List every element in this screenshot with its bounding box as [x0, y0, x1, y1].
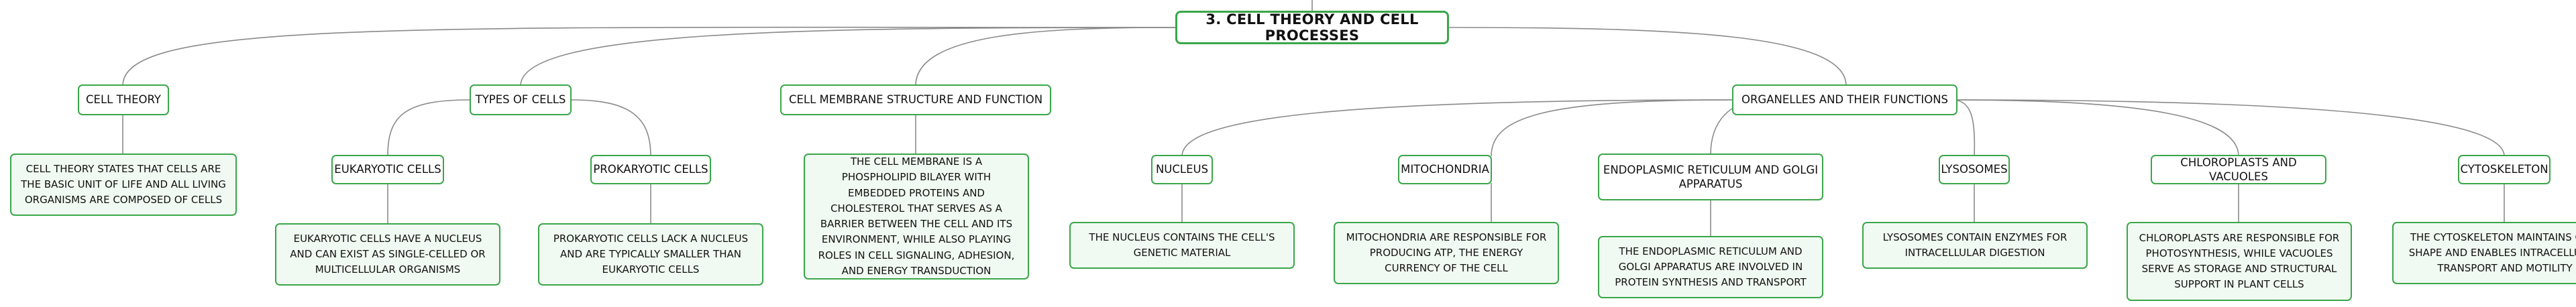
subtopic-eukaryotic-cells[interactable]: EUKARYOTIC CELLS — [331, 155, 444, 184]
detail-prokaryotic-cells: PROKARYOTIC CELLS LACK A NUCLEUS AND ARE… — [538, 223, 763, 286]
connector-org-mitochondria — [1491, 99, 1733, 157]
topic-cell-theory[interactable]: CELL THEORY — [78, 84, 169, 115]
connector-org-nucleus — [1181, 99, 1733, 157]
connector-types-prokaryotic — [571, 99, 651, 157]
detail-cell-membrane: THE CELL MEMBRANE IS A PHOSPHOLIPID BILA… — [804, 154, 1029, 280]
topic-types-of-cells[interactable]: TYPES OF CELLS — [470, 84, 572, 115]
subtopic-nucleus[interactable]: NUCLEUS — [1151, 155, 1213, 184]
topic-cell-membrane[interactable]: CELL MEMBRANE STRUCTURE AND FUNCTION — [780, 84, 1051, 115]
detail-eukaryotic-cells: EUKARYOTIC CELLS HAVE A NUCLEUS AND CAN … — [275, 223, 500, 286]
root-topic[interactable]: 3. CELL THEORY AND CELL PROCESSES — [1175, 11, 1449, 44]
connector-root-cell-theory — [122, 26, 1176, 86]
topic-organelles[interactable]: ORGANELLES AND THEIR FUNCTIONS — [1732, 84, 1957, 115]
connector-root-organelles — [1448, 27, 1847, 86]
connector-org-lysosomes — [1951, 99, 1976, 157]
subtopic-cytoskeleton[interactable]: CYTOSKELETON — [2458, 155, 2551, 184]
detail-er-golgi: THE ENDOPLASMIC RETICULUM AND GOLGI APPA… — [1598, 236, 1823, 298]
detail-cytoskeleton: THE CYTOSKELETON MAINTAINS CELL SHAPE AN… — [2392, 222, 2576, 284]
subtopic-lysosomes[interactable]: LYSOSOMES — [1939, 155, 2010, 184]
subtopic-prokaryotic-cells[interactable]: PROKARYOTIC CELLS — [590, 155, 711, 184]
detail-nucleus: THE NUCLEUS CONTAINS THE CELL'S GENETIC … — [1069, 222, 1295, 269]
connector-org-cytoskeleton — [1951, 99, 2505, 157]
detail-cell-theory: CELL THEORY STATES THAT CELLS ARE THE BA… — [10, 154, 237, 216]
connector-root-types — [520, 27, 1176, 86]
subtopic-chloroplasts-vacuoles[interactable]: CHLOROPLASTS AND VACUOLES — [2151, 155, 2326, 184]
subtopic-mitochondria[interactable]: MITOCHONDRIA — [1398, 155, 1492, 184]
connector-root-membrane — [915, 27, 1176, 86]
detail-chloroplasts-vacuoles: CHLOROPLASTS ARE RESPONSIBLE FOR PHOTOSY… — [2127, 222, 2352, 301]
connector-types-eukaryotic — [387, 99, 470, 157]
connector-org-chloroplasts — [1951, 99, 2239, 157]
detail-lysosomes: LYSOSOMES CONTAIN ENZYMES FOR INTRACELLU… — [1862, 222, 2088, 269]
subtopic-er-golgi[interactable]: ENDOPLASMIC RETICULUM AND GOLGI APPARATU… — [1598, 154, 1823, 200]
detail-mitochondria: MITOCHONDRIA ARE RESPONSIBLE FOR PRODUCI… — [1334, 222, 1559, 284]
